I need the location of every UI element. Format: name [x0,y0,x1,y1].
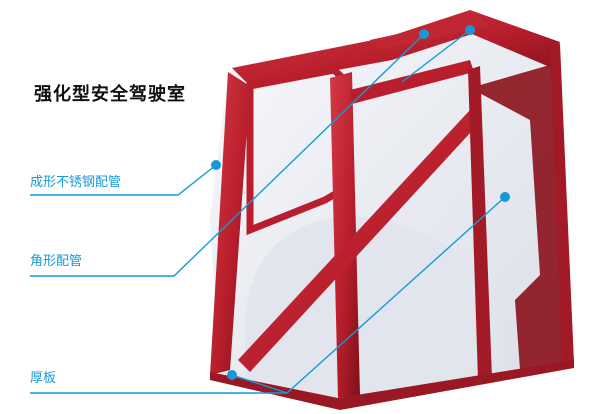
callout-lines [30,29,506,394]
callout-dot-door [500,192,510,202]
callout-dot-base [227,370,237,380]
cab-roof-frame [232,10,560,86]
cab-rear-panel [470,62,574,370]
callout-dot-pillar [211,160,221,170]
cab-interior-shape [245,216,505,395]
callout-thick-plate: 厚板 [30,371,57,386]
callout-dots [211,25,510,380]
cab-door-pillar-right [550,44,574,366]
cab-base-plate [210,360,574,410]
cab-front-pillar [210,72,250,375]
cab-upper-beam [350,60,474,104]
cab-roof-crossbar [370,16,488,50]
cab-middle-pillar [330,72,360,398]
page-title: 强化型安全驾驶室 [34,84,186,105]
cab-door-pillar-left [468,66,492,380]
callout-angle-pipe: 角形配管 [30,254,83,269]
callout-dot-roof-right [465,25,475,35]
cab-diagonal-brace [238,110,482,372]
callout-formed-steel-pipe: 成形不锈钢配管 [30,175,122,190]
callout-dot-roof-left [419,29,429,39]
